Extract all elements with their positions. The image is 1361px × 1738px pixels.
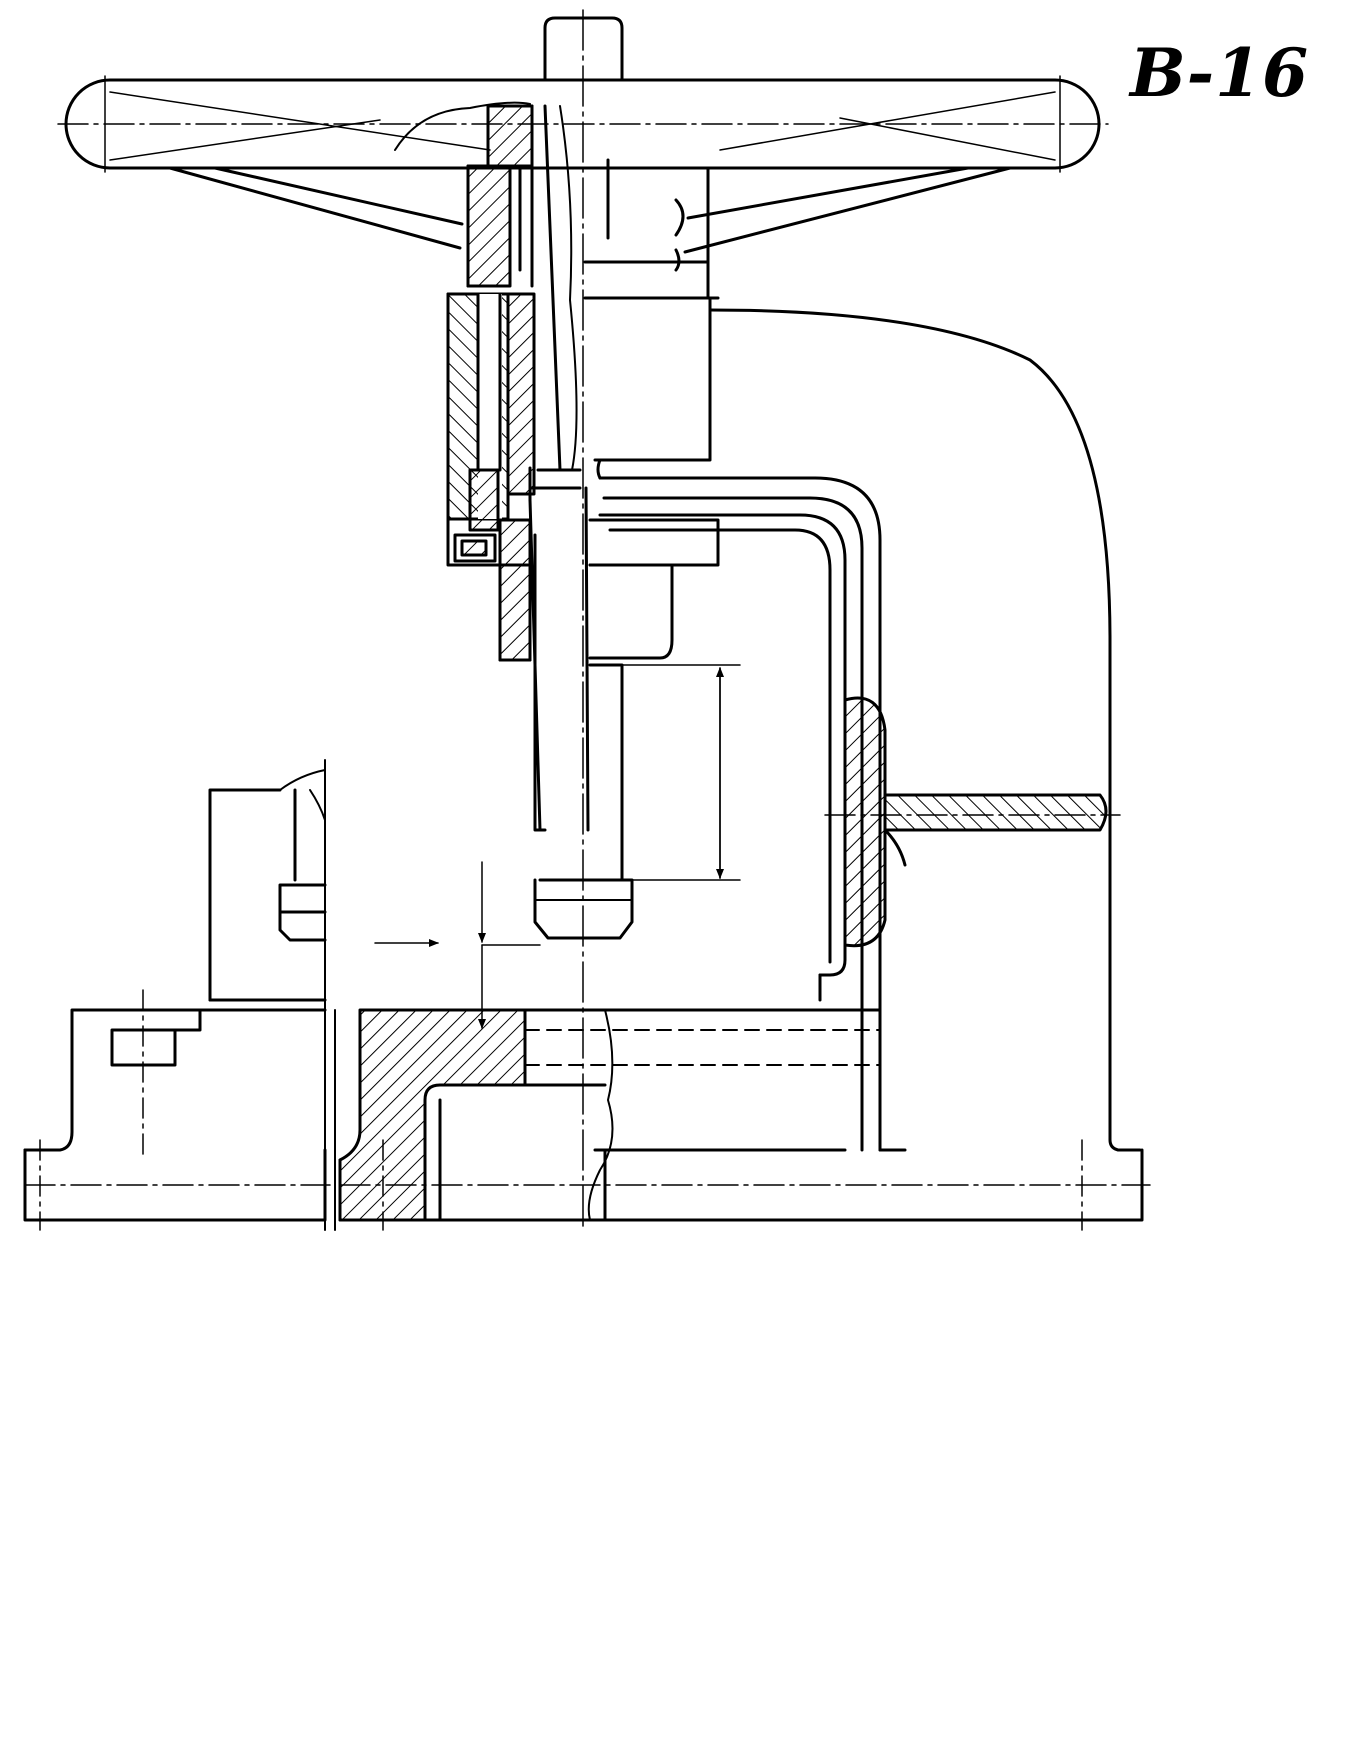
feed-arrow-icon [374,861,541,1029]
variant-label: В-16 [1130,34,1310,112]
base-plate-icon [23,989,1151,1231]
side-fixture-icon [208,759,336,1231]
screw-spindle-icon [394,9,720,1231]
punch-rod-icon [533,518,720,940]
nut-icon [528,466,590,832]
work-table-icon [338,1008,882,1222]
stroke-dimension-icon [621,664,741,881]
guide-bushing-icon [446,292,536,662]
rib-section-icon [824,696,1121,948]
c-frame-body-icon [593,296,1142,1152]
